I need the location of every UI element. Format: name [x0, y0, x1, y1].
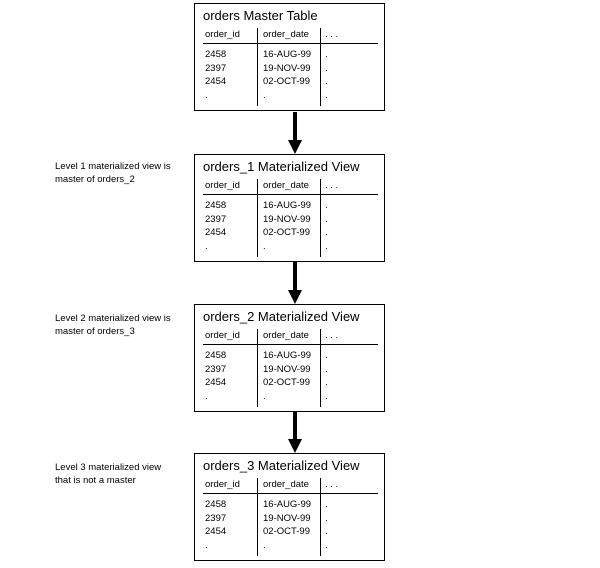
table-header-row: order_id order_date . . . — [203, 179, 378, 195]
arrow-shaft — [293, 112, 297, 141]
entity-box-orders-1: orders_1 Materialized View order_id orde… — [194, 154, 385, 262]
column-header-order-date: order_date — [263, 330, 309, 341]
column-rule-1 — [257, 28, 258, 106]
column-header-order-id: order_id — [205, 479, 240, 490]
arrow-shaft — [293, 412, 297, 440]
entity-box-title: orders_3 Materialized View — [203, 458, 360, 473]
column-rule-1 — [257, 329, 258, 407]
column-header-ellipsis: . . . — [325, 330, 339, 341]
arrow-orders-1-to-orders-2-icon — [288, 262, 302, 304]
entity-box-orders-3: orders_3 Materialized View order_id orde… — [194, 453, 385, 561]
entity-box-title: orders_1 Materialized View — [203, 159, 360, 174]
column-header-order-date: order_date — [263, 479, 309, 490]
column-values-order-id: 2458 2397 2454 . — [205, 350, 227, 402]
arrow-shaft — [293, 262, 297, 291]
arrow-head — [288, 140, 302, 154]
column-rule-1 — [257, 478, 258, 556]
column-rule-2 — [320, 478, 321, 556]
table-body: 2458 2397 2454 . 16-AUG-99 19-NOV-99 02-… — [203, 494, 378, 559]
column-values-order-id: 2458 2397 2454 . — [205, 200, 227, 252]
table-body: 2458 2397 2454 . 16-AUG-99 19-NOV-99 02-… — [203, 345, 378, 410]
arrow-orders-2-to-orders-3-icon — [288, 412, 302, 453]
column-header-ellipsis: . . . — [325, 29, 339, 40]
column-header-ellipsis: . . . — [325, 180, 339, 191]
arrow-orders-to-orders-1-icon — [288, 112, 302, 154]
table-header-row: order_id order_date . . . — [203, 478, 378, 494]
column-header-order-date: order_date — [263, 180, 309, 191]
table-body: 2458 2397 2454 . 16-AUG-99 19-NOV-99 02-… — [203, 44, 378, 109]
column-header-order-id: order_id — [205, 29, 240, 40]
entity-box-orders-2: orders_2 Materialized View order_id orde… — [194, 304, 385, 412]
column-values-order-date: 16-AUG-99 19-NOV-99 02-OCT-99 . — [263, 200, 312, 252]
column-header-order-id: order_id — [205, 180, 240, 191]
entity-table: order_id order_date . . . 2458 2397 2454… — [203, 179, 378, 257]
column-values-order-date: 16-AUG-99 19-NOV-99 02-OCT-99 . — [263, 49, 312, 101]
entity-box-title: orders_2 Materialized View — [203, 309, 360, 324]
arrow-head — [288, 439, 302, 453]
caption-level-3: Level 3 materialized view that is not a … — [55, 462, 162, 486]
column-values-order-date: 16-AUG-99 19-NOV-99 02-OCT-99 . — [263, 499, 312, 551]
caption-level-2: Level 2 materialized view is master of o… — [55, 313, 171, 337]
entity-table: order_id order_date . . . 2458 2397 2454… — [203, 478, 378, 556]
entity-table: order_id order_date . . . 2458 2397 2454… — [203, 28, 378, 106]
column-values-order-id: 2458 2397 2454 . — [205, 49, 227, 101]
column-rule-1 — [257, 179, 258, 257]
arrow-head — [288, 290, 302, 304]
column-values-ellipsis: . . . . — [325, 200, 328, 252]
column-header-ellipsis: . . . — [325, 479, 339, 490]
column-rule-2 — [320, 179, 321, 257]
table-header-row: order_id order_date . . . — [203, 28, 378, 44]
column-header-order-date: order_date — [263, 29, 309, 40]
caption-level-1: Level 1 materialized view is master of o… — [55, 161, 171, 185]
column-rule-2 — [320, 28, 321, 106]
column-rule-2 — [320, 329, 321, 407]
table-body: 2458 2397 2454 . 16-AUG-99 19-NOV-99 02-… — [203, 195, 378, 260]
table-header-row: order_id order_date . . . — [203, 329, 378, 345]
column-header-order-id: order_id — [205, 330, 240, 341]
column-values-order-id: 2458 2397 2454 . — [205, 499, 227, 551]
column-values-ellipsis: . . . . — [325, 49, 328, 101]
column-values-ellipsis: . . . . — [325, 350, 328, 402]
entity-box-orders: orders Master Table order_id order_date … — [194, 3, 385, 111]
entity-table: order_id order_date . . . 2458 2397 2454… — [203, 329, 378, 407]
entity-box-title: orders Master Table — [203, 8, 318, 23]
column-values-ellipsis: . . . . — [325, 499, 328, 551]
column-values-order-date: 16-AUG-99 19-NOV-99 02-OCT-99 . — [263, 350, 312, 402]
